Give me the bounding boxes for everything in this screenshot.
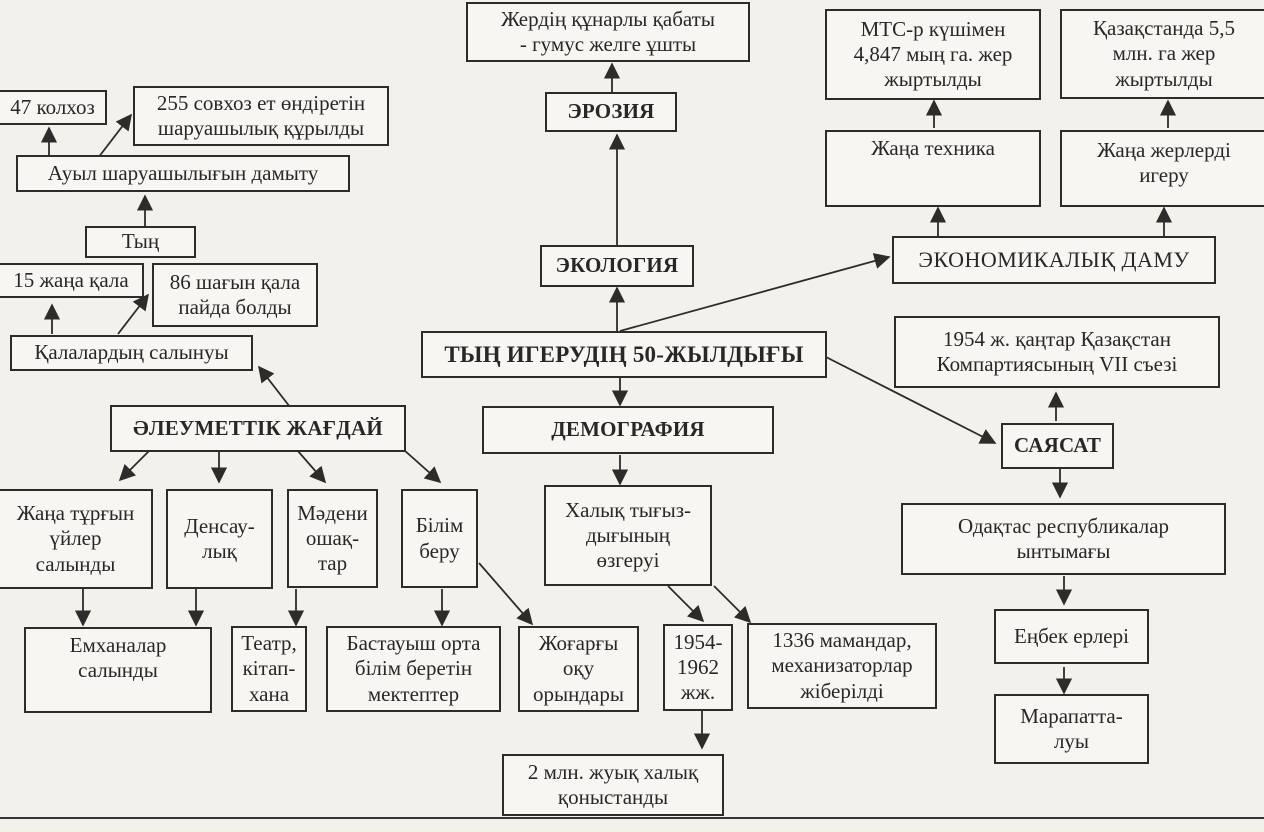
node-politics: САЯСАТ bbox=[1001, 423, 1114, 469]
node-tyn: Тың bbox=[85, 226, 196, 258]
node-kazakhstan-5-5: Қазақстанда 5,5 млн. га жер жыртылды bbox=[1060, 9, 1264, 99]
arrow-education-to-universities bbox=[478, 562, 534, 626]
node-specialists: 1336 мамандар, механизаторлар жіберілді bbox=[747, 623, 937, 709]
node-health: Денсау- лық bbox=[166, 489, 273, 589]
arrow-agriculture-to-sovkhoz bbox=[97, 113, 132, 159]
node-sovkhoz: 255 совхоз ет өндіретін шаруашылық құрыл… bbox=[133, 86, 389, 146]
arrow-density-to-years bbox=[667, 585, 705, 623]
node-main-topic: ТЫҢ ИГЕРУДІҢ 50-ЖЫЛДЫҒЫ bbox=[421, 331, 827, 378]
node-new-lands: Жаңа жерлерді игеру bbox=[1060, 130, 1264, 207]
arrow-social-to-culture bbox=[296, 449, 327, 484]
arrow-social-to-education bbox=[403, 449, 442, 484]
arrow-social-to-cities bbox=[258, 365, 291, 408]
node-agriculture: Ауыл шаруашылығын дамыту bbox=[16, 155, 350, 192]
node-city-building: Қалалардың салынуы bbox=[10, 335, 253, 371]
node-humus: Жердің құнарлы қабаты - гумус желге ұшты bbox=[466, 2, 750, 62]
page-bottom-rule bbox=[0, 817, 1264, 819]
node-education: Білім беру bbox=[401, 489, 478, 588]
node-new-housing: Жаңа тұрғын үйлер салынды bbox=[0, 489, 153, 589]
arrow-social-to-housing bbox=[118, 449, 151, 482]
node-years: 1954- 1962 жж. bbox=[663, 624, 733, 711]
node-settled: 2 млн. жуық халық қоныстанды bbox=[502, 754, 724, 816]
node-universities: Жоғарғы оқу орындары bbox=[518, 626, 639, 712]
arrow-density-to-specialists bbox=[713, 585, 752, 624]
node-demography: ДЕМОГРАФИЯ bbox=[482, 406, 774, 454]
arrow-main-to-economy bbox=[619, 253, 891, 332]
node-awarded: Марапатта- луы bbox=[994, 694, 1149, 764]
node-culture-centers: Мәдени ошақ- тар bbox=[287, 489, 378, 588]
node-kolkhoz: 47 колхоз bbox=[0, 90, 107, 125]
arrow-main-to-politics bbox=[825, 356, 997, 444]
node-congress: 1954 ж. қаңтар Қазақстан Компартиясының … bbox=[894, 316, 1220, 388]
node-new-technology: Жаңа техника bbox=[825, 130, 1041, 207]
node-erosion: ЭРОЗИЯ bbox=[545, 92, 677, 132]
node-new-cities: 15 жаңа қала bbox=[0, 263, 144, 298]
node-theatre-library: Театр, кітап- хана bbox=[231, 626, 307, 712]
arrow-cities-to-smalltowns bbox=[117, 293, 149, 335]
node-population-density: Халық тығыз- дығының өзгеруі bbox=[544, 485, 712, 586]
node-cooperation: Одақтас республикалар ынтымағы bbox=[901, 503, 1226, 575]
node-social-condition: ӘЛЕУМЕТТІК ЖАҒДАЙ bbox=[110, 405, 406, 452]
node-economy: ЭКОНОМИКАЛЫҚ ДАМУ bbox=[892, 236, 1216, 284]
node-schools: Бастауыш орта білім беретін мектептер bbox=[326, 626, 501, 712]
node-labor-heroes: Еңбек ерлері bbox=[994, 609, 1149, 664]
node-ecology: ЭКОЛОГИЯ bbox=[540, 245, 694, 287]
node-small-towns: 86 шағын қала пайда болды bbox=[152, 263, 318, 327]
node-mts: МТС-р күшімен 4,847 мың га. жер жыртылды bbox=[825, 9, 1041, 100]
node-hospitals: Емханалар салынды bbox=[24, 627, 212, 713]
